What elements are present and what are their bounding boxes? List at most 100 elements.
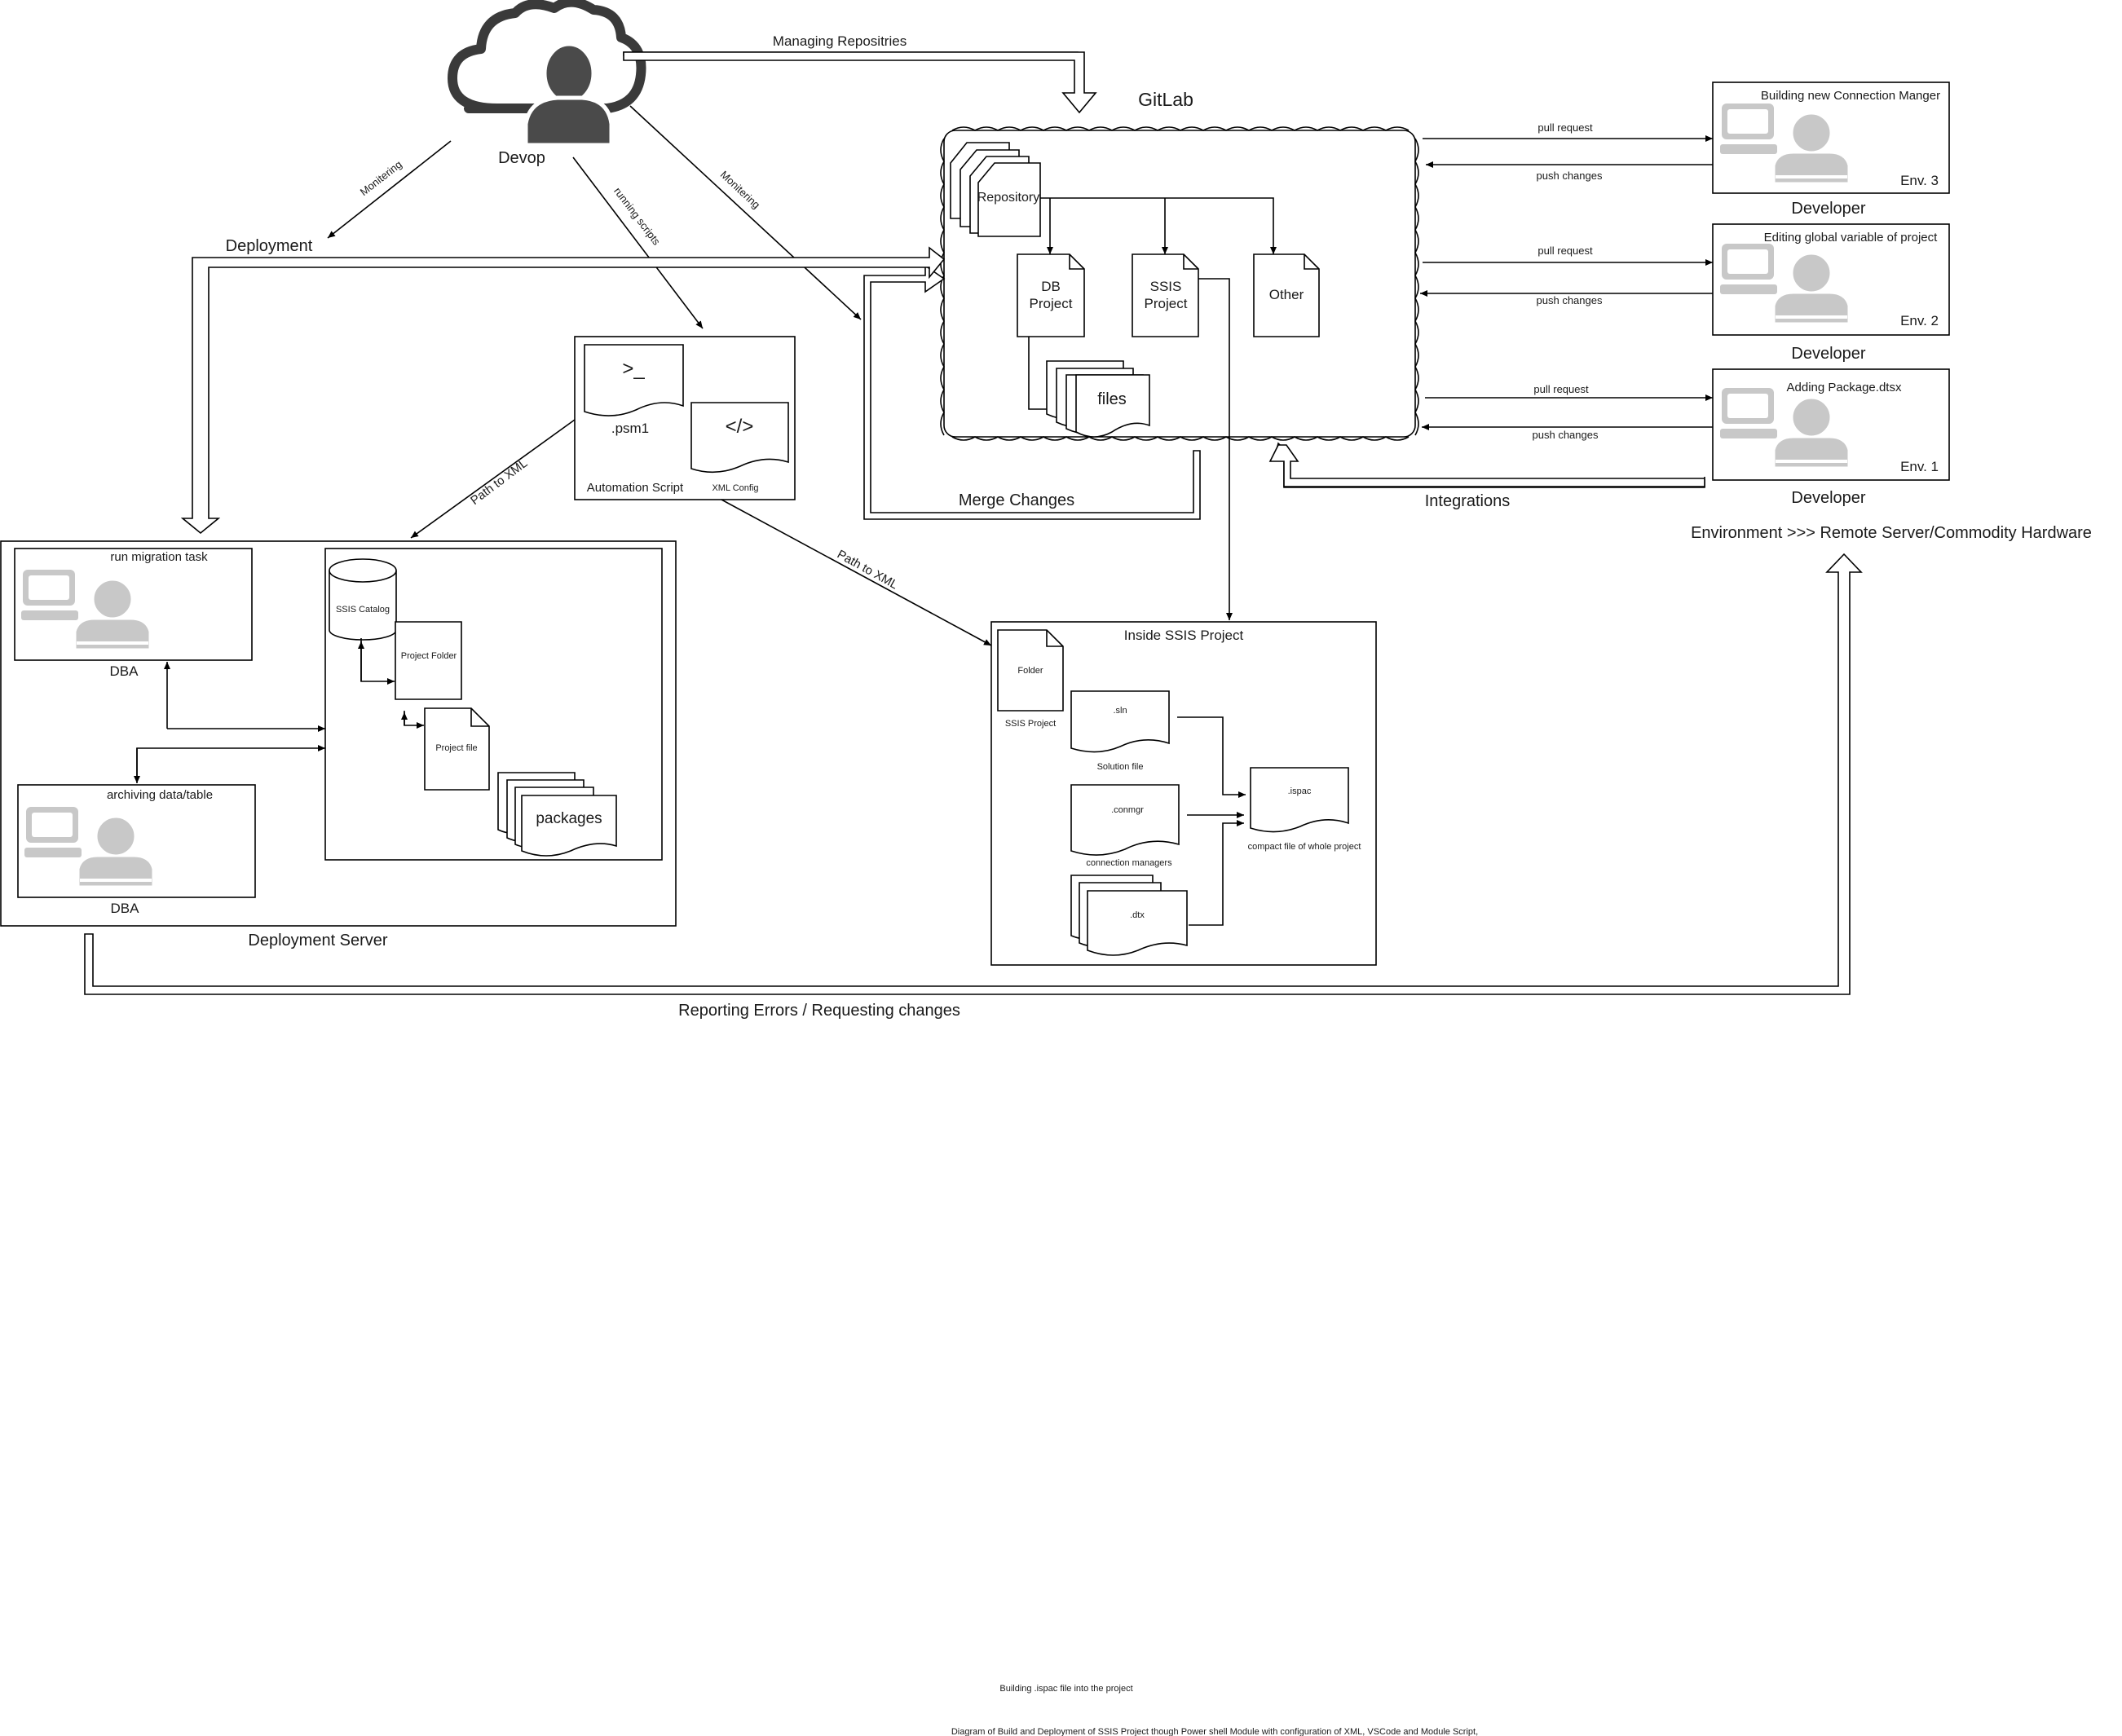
deployment-connector: Deployment xyxy=(180,237,946,535)
project-folder-icon: Project Folder xyxy=(395,621,462,700)
ispac-label: .ispac xyxy=(1288,786,1312,796)
automation-script-box: >_ .psm1 </> XML Config Automation Scrip… xyxy=(574,336,796,500)
conmgr-document: .conmgr connection managers xyxy=(1070,784,1180,868)
ssis-project-label: SSIS Project xyxy=(1005,719,1056,729)
path-to-xml-left-label: Path to XML xyxy=(468,456,530,508)
repository-label: Repository xyxy=(977,191,1039,205)
developer-env: Env. 3 xyxy=(1900,173,1939,188)
pull-push-connectors: pull request push changes pull request p… xyxy=(1420,121,1713,441)
developer-task: Building new Connection Manger xyxy=(1761,89,1940,103)
running-scripts-label: running scripts xyxy=(611,185,663,248)
solution-file-label: Solution file xyxy=(1097,762,1144,772)
sln-label: .sln xyxy=(1113,706,1127,716)
dba-role-label: DBA xyxy=(111,901,140,916)
deployment-label: Deployment xyxy=(226,237,313,255)
environment-note: Environment >>> Remote Server/Commodity … xyxy=(1691,524,2092,542)
reporting-errors-connector: Reporting Errors / Requesting changes xyxy=(84,553,1863,1020)
pull-request-label: pull request xyxy=(1533,383,1589,395)
ssis-catalog-box: SSIS Catalog Project Folder Project file… xyxy=(324,548,663,861)
devop-label: Devop xyxy=(498,149,545,167)
developer-env-2: Editing global variable of project Env. … xyxy=(1712,223,1950,363)
deployment-server-title: Deployment Server xyxy=(248,932,388,950)
gitlab-title: GitLab xyxy=(1138,89,1193,110)
push-changes-label: push changes xyxy=(1537,294,1603,306)
monitoring-right-connector: Monitering xyxy=(629,105,862,320)
ssis-to-inside-connector xyxy=(1198,278,1233,620)
project-folder-label: Project Folder xyxy=(401,651,457,661)
repository-branches xyxy=(1040,197,1277,254)
ssis-catalog-database-icon xyxy=(329,558,397,641)
folder-label: Folder xyxy=(1017,666,1043,676)
path-to-xml-right-connector: Path to XML xyxy=(721,499,992,646)
sln-document: .sln Solution file xyxy=(1070,690,1170,772)
push-changes-label: push changes xyxy=(1537,170,1603,182)
files-label: files xyxy=(1097,390,1127,408)
merge-changes-label: Merge Changes xyxy=(959,491,1074,509)
dtx-label: .dtx xyxy=(1130,910,1145,920)
footer-diagram-caption: Diagram of Build and Deployment of SSIS … xyxy=(951,1727,1478,1736)
automation-script-title: Automation Script xyxy=(587,481,684,495)
psm1-document: >_ .psm1 xyxy=(584,344,684,436)
ssis-project-label-1: SSIS xyxy=(1150,279,1182,294)
ispac-document: .ispac compact file of whole project xyxy=(1248,767,1361,852)
dba-task-label: run migration task xyxy=(110,550,208,564)
xml-tag-label: </> xyxy=(726,416,754,438)
devop-node: Devop xyxy=(448,0,646,167)
cloud-icon xyxy=(448,0,646,113)
ispac-build-connectors xyxy=(1177,716,1246,926)
reporting-errors-label: Reporting Errors / Requesting changes xyxy=(678,1002,960,1020)
other-label: Other xyxy=(1269,287,1304,302)
packages-label: packages xyxy=(536,810,602,827)
psm1-label: .psm1 xyxy=(611,421,649,436)
merge-changes-connector: Merge Changes xyxy=(863,264,1201,520)
xml-config-document: </> XML Config xyxy=(690,402,789,493)
path-to-xml-left-connector: Path to XML xyxy=(410,419,576,539)
gitlab-repository-box: GitLab Repository DB Project SSIS Pro xyxy=(940,89,1419,620)
ssis-catalog-label: SSIS Catalog xyxy=(336,605,390,615)
managing-repositories-connector: Managing Repositries xyxy=(623,33,1097,114)
developer-env-1: Adding Package.dtsx Env. 1 Developer xyxy=(1712,368,1950,507)
pull-request-label: pull request xyxy=(1537,245,1593,257)
conmgr-label: .conmgr xyxy=(1111,805,1144,815)
running-scripts-connector: running scripts xyxy=(572,156,704,329)
dba-archiving-card: archiving data/table DBA xyxy=(17,784,256,916)
developer-env-3: Building new Connection Manger Env. 3 De… xyxy=(1712,82,1950,218)
connection-managers-label: connection managers xyxy=(1086,858,1172,868)
managing-repositories-label: Managing Repositries xyxy=(773,33,907,49)
dba-task-label: archiving data/table xyxy=(107,788,213,802)
inside-ssis-title: Inside SSIS Project xyxy=(1124,628,1244,643)
compact-file-label: compact file of whole project xyxy=(1248,842,1361,852)
integrations-label: Integrations xyxy=(1425,492,1511,510)
db-project-label-2: Project xyxy=(1030,296,1073,311)
files-stack: files xyxy=(1028,337,1150,438)
developer-env: Env. 1 xyxy=(1900,459,1939,474)
project-file-icon: Project file xyxy=(424,707,490,791)
pull-request-label: pull request xyxy=(1537,121,1593,134)
xml-config-label: XML Config xyxy=(712,483,758,493)
monitoring-right-label: Monitering xyxy=(718,169,763,211)
project-file-label: Project file xyxy=(435,743,477,753)
dtx-stack: .dtx xyxy=(1070,875,1188,956)
ssis-folder-icon: Folder SSIS Project xyxy=(997,629,1064,729)
devop-person-icon xyxy=(523,42,614,148)
db-project-label-1: DB xyxy=(1041,279,1061,294)
db-project-file: DB Project xyxy=(1017,253,1085,337)
packages-stack: packages xyxy=(497,772,617,857)
other-file: Other xyxy=(1253,253,1320,337)
monitoring-left-connector: Monitering xyxy=(327,140,452,239)
monitoring-left-label: Monitering xyxy=(358,158,404,198)
path-to-xml-right-label: Path to XML xyxy=(835,548,900,593)
developer-env: Env. 2 xyxy=(1900,313,1939,328)
developer-task: Editing global variable of project xyxy=(1764,231,1938,245)
deployment-server-box: Deployment Server run migration task DBA… xyxy=(0,540,677,950)
inside-ssis-project-box: Inside SSIS Project Folder SSIS Project … xyxy=(990,621,1377,966)
dba-catalog-connectors xyxy=(134,662,325,783)
ssis-project-file: SSIS Project xyxy=(1132,253,1199,337)
psm1-prompt-label: >_ xyxy=(622,358,645,380)
ssis-project-label-2: Project xyxy=(1145,296,1188,311)
developer-role: Developer xyxy=(1791,489,1866,507)
dba-migration-card: run migration task DBA xyxy=(14,548,253,679)
integrations-connector: Integrations xyxy=(1268,442,1705,510)
developer-task: Adding Package.dtsx xyxy=(1787,381,1902,394)
